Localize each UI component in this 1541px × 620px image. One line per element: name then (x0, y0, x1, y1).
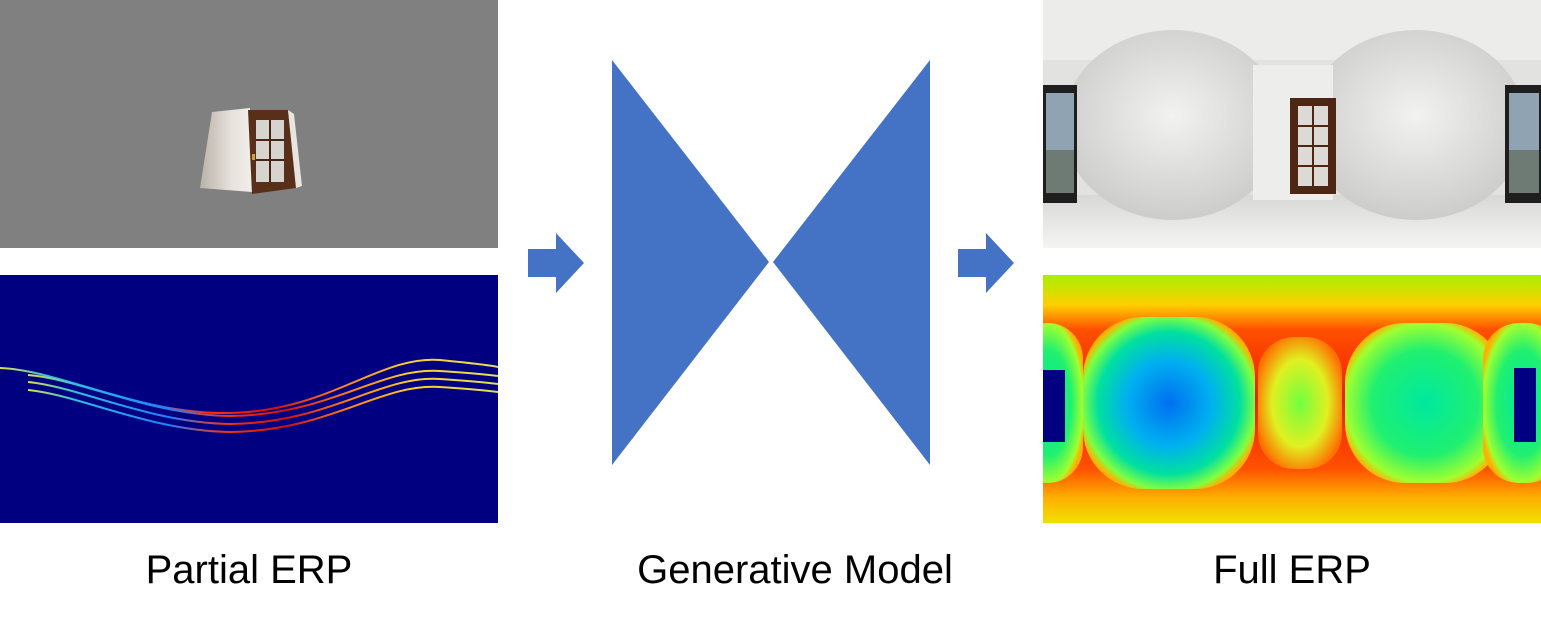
full-erp-depth-map (1043, 275, 1541, 523)
partial-erp-depth-map (0, 275, 498, 523)
partial-room-fragment (200, 108, 302, 194)
right-arrow-icon (528, 233, 584, 293)
partial-erp-rgb-image (0, 0, 498, 248)
decoder-shape (773, 60, 930, 465)
generative-model-diagram (612, 60, 930, 465)
encoder-shape (612, 60, 769, 465)
full-erp-rgb-image (1043, 0, 1541, 248)
caption-partial-erp: Partial ERP (145, 548, 353, 592)
left-window (1043, 85, 1077, 203)
door (1290, 98, 1336, 194)
caption-generative-model: Generative Model (637, 548, 953, 592)
right-window (1505, 85, 1541, 203)
right-arrow-icon (958, 233, 1014, 293)
depth-lines (0, 358, 498, 434)
caption-full-erp: Full ERP (1213, 548, 1371, 592)
